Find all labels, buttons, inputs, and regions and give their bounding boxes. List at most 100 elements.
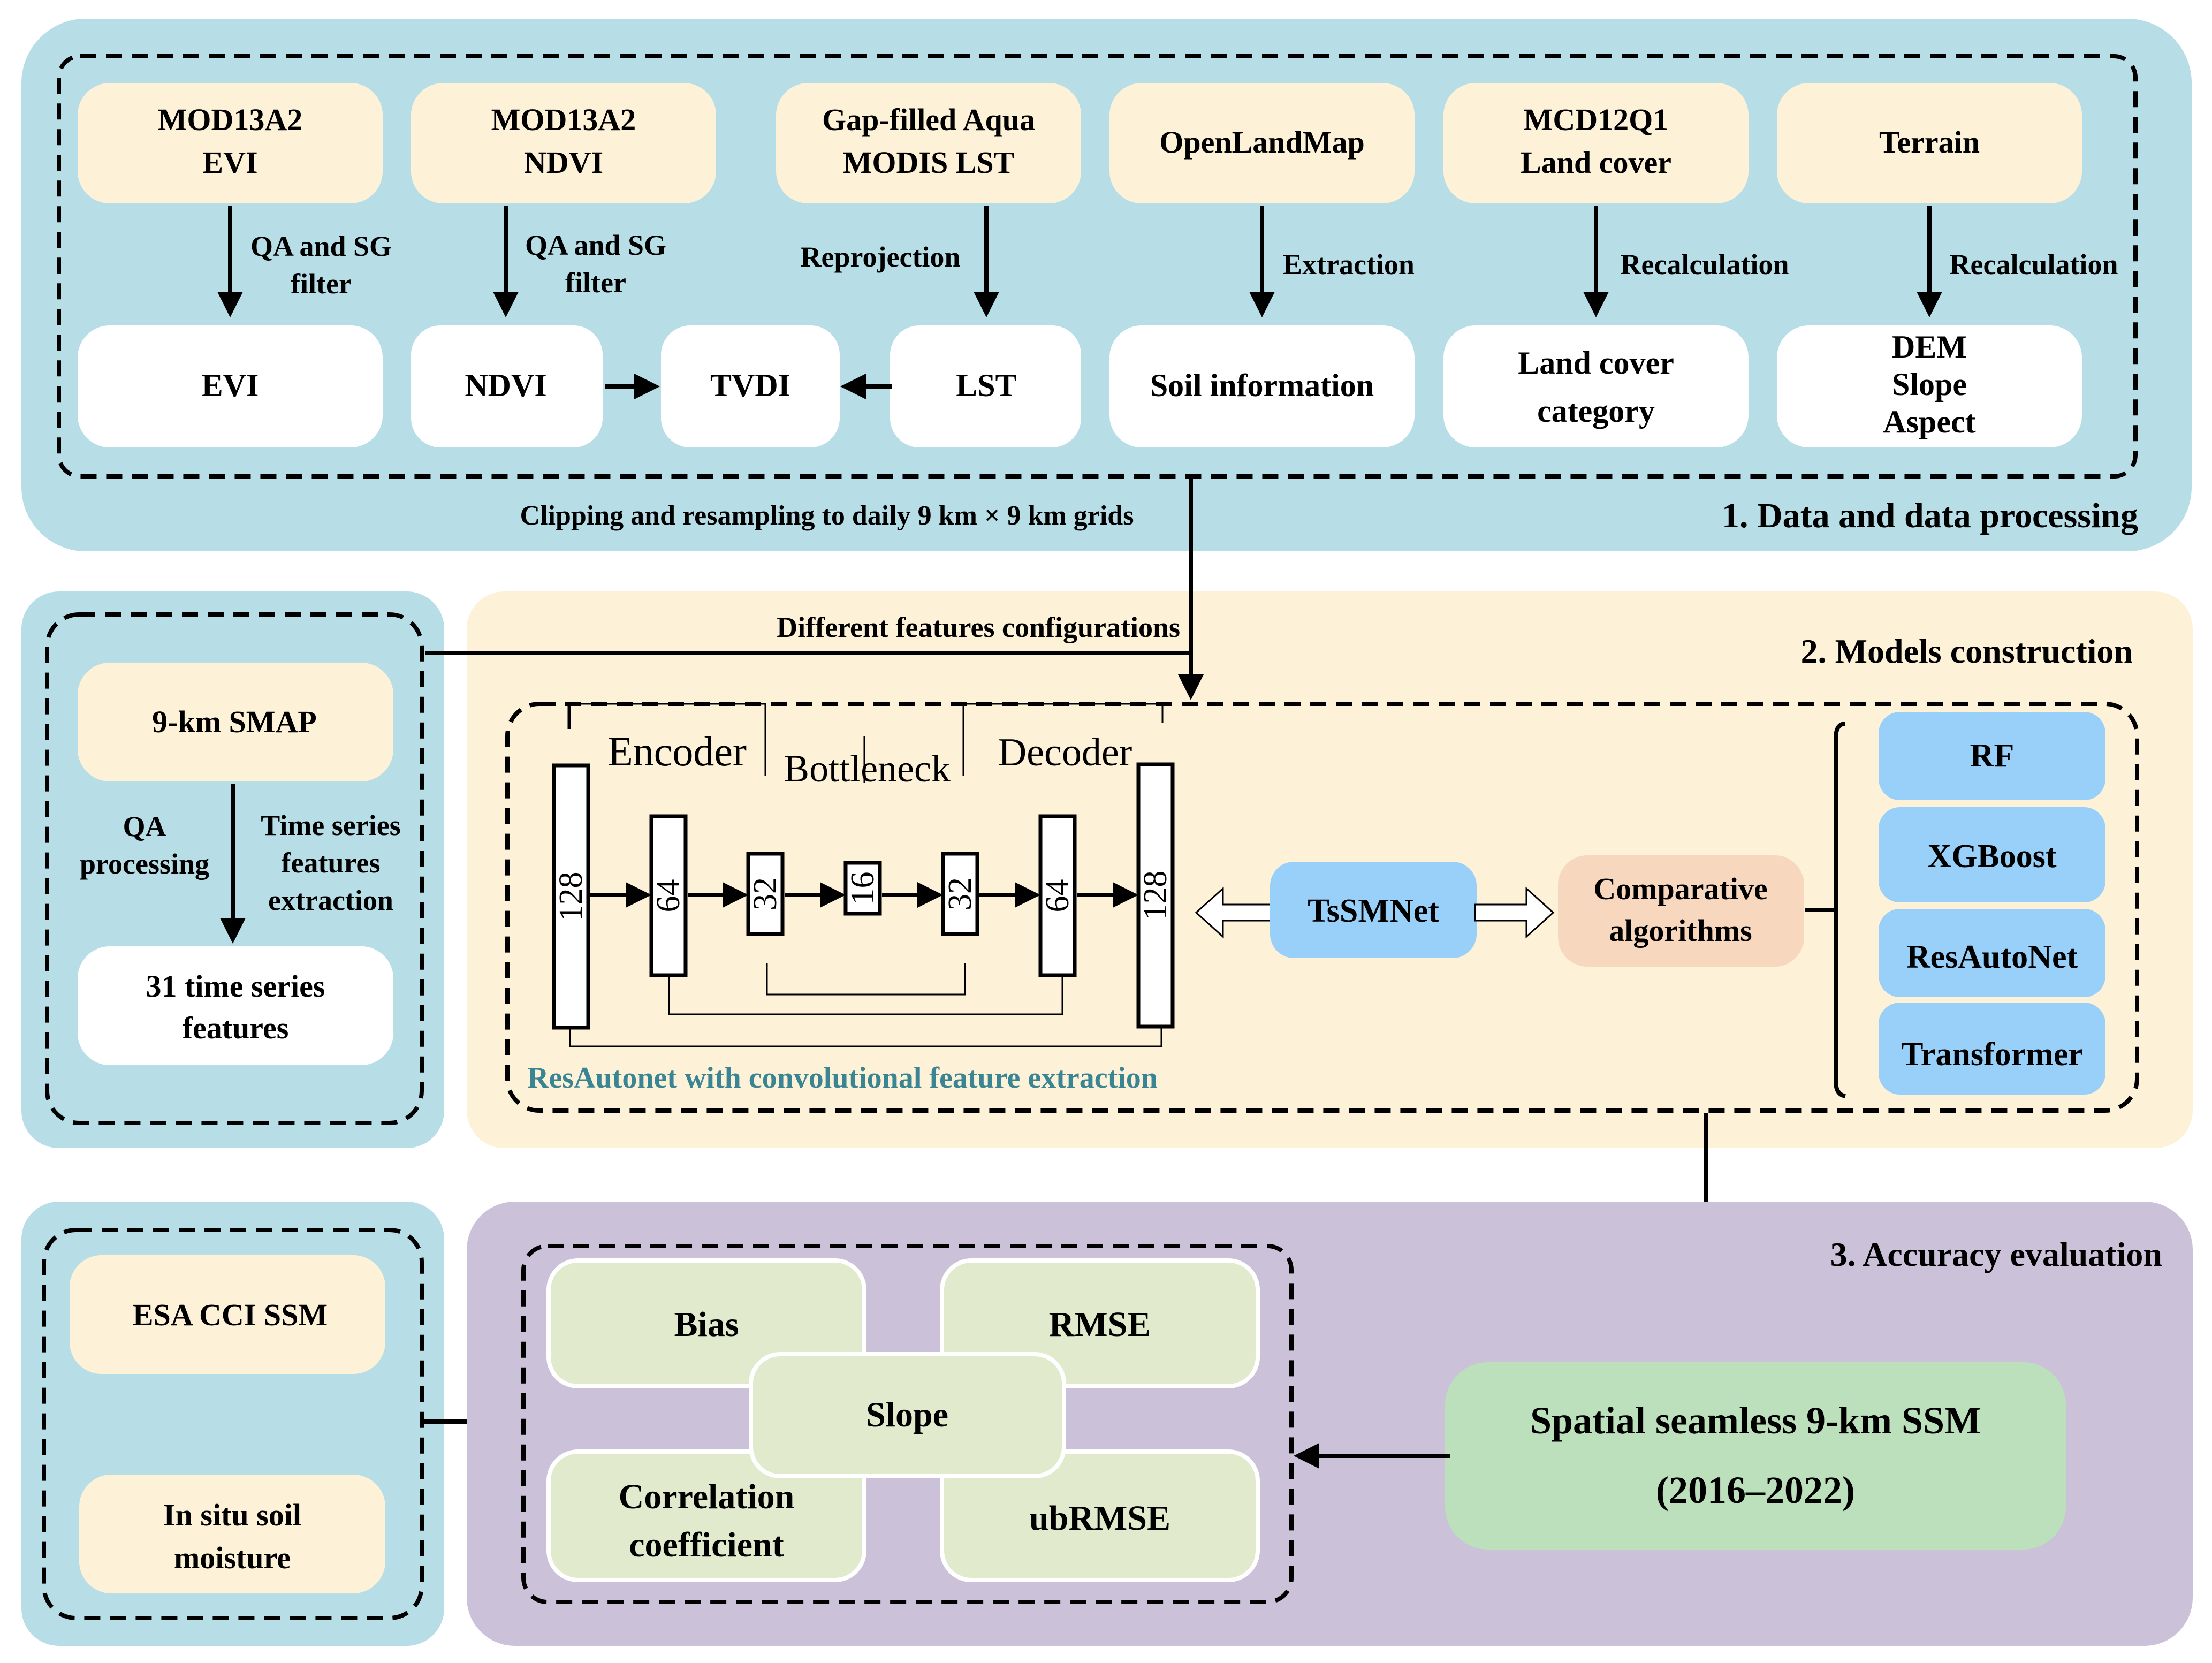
- output-label: EVI: [202, 368, 259, 403]
- comparative-label: algorithms: [1609, 913, 1752, 948]
- network-layer: [746, 852, 785, 936]
- network-layer: [941, 852, 979, 936]
- source-label: Gap-filled Aqua: [822, 102, 1035, 137]
- metric-label: Slope: [866, 1395, 948, 1434]
- source-box-landcover: MCD12Q1 Land cover: [1443, 83, 1749, 203]
- validation-label: In situ soil: [163, 1498, 301, 1532]
- source-box-evi: MOD13A2 EVI: [78, 83, 383, 203]
- source-label: Terrain: [1879, 125, 1980, 160]
- skip-connection: [569, 1025, 1162, 1047]
- section3-title: 3. Accuracy evaluation: [1830, 1235, 2162, 1273]
- comparative-algorithms-box: Comparative algorithms: [1558, 855, 1804, 967]
- section2-title: 2. Models construction: [1801, 632, 2133, 670]
- output-label: Aspect: [1883, 404, 1975, 439]
- smap-output-label: features: [183, 1011, 289, 1045]
- source-label: MODIS LST: [843, 145, 1015, 180]
- process-label: Time series: [261, 809, 400, 841]
- algorithm-box-xgboost: XGBoost: [1879, 807, 2105, 902]
- network-layer-label: 64: [650, 879, 687, 913]
- output-label: Land cover: [1518, 345, 1674, 381]
- output-label: category: [1537, 393, 1655, 429]
- metric-box-correlation: Correlation coefficient: [546, 1449, 866, 1582]
- process-label: processing: [80, 848, 209, 880]
- network-layer-label: 16: [845, 872, 881, 905]
- skip-connection: [766, 963, 966, 996]
- connector-label: Different features configurations: [777, 611, 1180, 643]
- network-layer-label: 128: [1137, 871, 1174, 921]
- process-label: Extraction: [1283, 248, 1415, 280]
- source-box-ndvi: MOD13A2 NDVI: [411, 83, 716, 203]
- process-label: QA and SG: [250, 230, 392, 262]
- network-layer: [649, 814, 688, 977]
- skip-connection: [567, 703, 766, 776]
- output-label: NDVI: [465, 368, 546, 403]
- algorithm-box-resautonet: ResAutoNet: [1879, 909, 2105, 997]
- network-layer: [1136, 762, 1175, 1029]
- smap-source-box: 9-km SMAP: [78, 663, 393, 781]
- output-box-tvdi: TVDI: [661, 325, 840, 447]
- network-layer-label: 64: [1039, 879, 1076, 913]
- output-label: Slope: [1892, 367, 1967, 402]
- network-layer-label: 32: [747, 877, 784, 910]
- metric-label: Bias: [674, 1305, 739, 1344]
- metric-box-slope: Slope: [749, 1352, 1066, 1478]
- comparative-label: Comparative: [1593, 871, 1767, 906]
- process-label: QA: [123, 810, 166, 842]
- models-dashed-frame: [505, 702, 2139, 1113]
- output-label: Soil information: [1150, 368, 1374, 403]
- source-label: MCD12Q1: [1524, 102, 1669, 137]
- product-label: Spatial seamless 9-km SSM: [1530, 1399, 1981, 1442]
- network-caption: ResAutonet with convolutional feature ex…: [527, 1061, 1158, 1095]
- output-box-ndvi: NDVI: [411, 325, 603, 447]
- validation-dashed-frame: [42, 1228, 424, 1620]
- metric-label: ubRMSE: [1029, 1499, 1170, 1538]
- bottleneck-label: Bottleneck: [784, 747, 951, 790]
- network-layer: [1038, 814, 1077, 977]
- output-box-terrain: DEM Slope Aspect: [1777, 325, 2082, 447]
- validation-box-esa: ESA CCI SSM: [70, 1255, 385, 1374]
- source-label: MOD13A2: [158, 102, 303, 137]
- metric-box-ubrmse: ubRMSE: [940, 1449, 1260, 1582]
- process-label: Recalculation: [1950, 248, 2118, 280]
- metric-label: RMSE: [1049, 1305, 1151, 1344]
- section1-dashed-frame: [57, 54, 2138, 479]
- section1-footer-label: Clipping and resampling to daily 9 km × …: [520, 500, 1134, 531]
- output-box-lst: LST: [890, 325, 1081, 447]
- tssmnet-box: TsSMNet: [1270, 862, 1477, 958]
- skip-connection: [962, 703, 1164, 776]
- source-box-openlandmap: OpenLandMap: [1109, 83, 1415, 203]
- smap-output-box: 31 time series features: [78, 946, 393, 1065]
- algorithm-label: Transformer: [1901, 1036, 2083, 1073]
- source-box-lst: Gap-filled Aqua MODIS LST: [776, 83, 1081, 203]
- network-layer: [552, 763, 590, 1030]
- algorithm-label: XGBoost: [1927, 838, 2056, 875]
- output-box-evi: EVI: [78, 325, 383, 447]
- smap-source-label: 9-km SMAP: [152, 704, 317, 739]
- network-layer: [843, 861, 882, 916]
- metric-label: coefficient: [629, 1525, 784, 1565]
- process-label: extraction: [268, 884, 393, 916]
- output-label: TVDI: [710, 368, 790, 403]
- network-layer-label: 128: [553, 872, 589, 922]
- source-box-terrain: Terrain: [1777, 83, 2082, 203]
- validation-box-insitu: In situ soil moisture: [79, 1475, 385, 1593]
- section1-title: 1. Data and data processing: [1722, 496, 2138, 535]
- metrics-dashed-frame: [521, 1244, 1294, 1604]
- validation-label: ESA CCI SSM: [133, 1297, 328, 1332]
- validation-label: moisture: [174, 1540, 291, 1575]
- source-label: NDVI: [524, 145, 603, 180]
- output-box-landcover: Land cover category: [1443, 325, 1749, 447]
- smap-dashed-frame: [45, 612, 424, 1125]
- smap-output-label: 31 time series: [146, 969, 325, 1004]
- decoder-label: Decoder: [998, 731, 1132, 774]
- network-layer-label: 32: [942, 877, 978, 910]
- product-box: Spatial seamless 9-km SSM (2016–2022): [1445, 1362, 2066, 1550]
- hollow-arrow-right-icon: [1474, 886, 1555, 939]
- process-label: Reprojection: [801, 241, 961, 273]
- product-label: (2016–2022): [1656, 1469, 1855, 1512]
- output-label: LST: [956, 368, 1016, 403]
- source-label: MOD13A2: [491, 102, 636, 137]
- process-label: filter: [565, 267, 626, 299]
